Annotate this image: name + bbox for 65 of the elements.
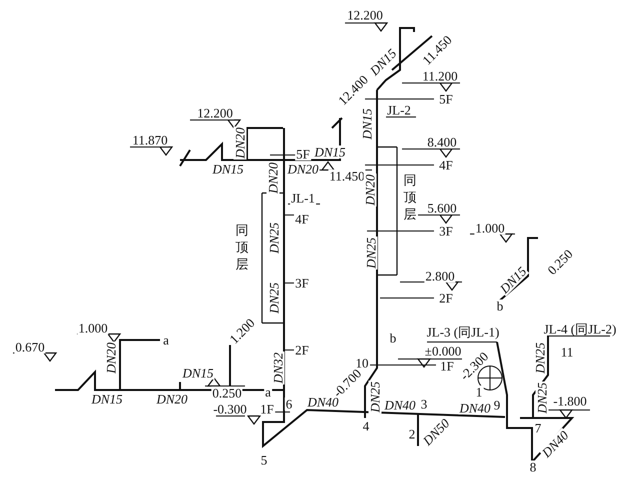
point-number: 11 <box>560 346 574 358</box>
elevation-label: ±0.000 <box>424 344 462 358</box>
pipe-size-label: DN25 <box>534 341 546 375</box>
note-label: 同顶层 <box>402 172 418 222</box>
pipe-size-label: DN20 <box>266 161 280 195</box>
elevation-label: 11.450 <box>328 170 366 182</box>
pipe-size-label: DN25 <box>364 236 378 270</box>
elevation-label: 0.250 <box>211 386 243 400</box>
elevation-label: 1.000 <box>77 322 109 334</box>
elevation-label: 11.870 <box>131 134 169 146</box>
pipe-size-label: DN25 <box>268 281 280 315</box>
point-number: 2 <box>408 428 416 440</box>
pipe-size-label: DN20 <box>104 341 118 375</box>
point-label: b <box>496 300 504 312</box>
pipe-size-label: DN25 <box>368 380 382 414</box>
floor-label: 2F <box>294 344 310 356</box>
elevation-label: 1.000 <box>474 222 506 234</box>
floor-label: 5F <box>438 92 454 106</box>
pipe-size-label: DN40 <box>458 402 492 414</box>
point-number: 8 <box>528 460 538 474</box>
elevation-label: 11.200 <box>421 70 459 82</box>
point-number: 9 <box>492 398 502 412</box>
pipe-size-label: DN15 <box>313 146 347 158</box>
pipe-size-label: DN40 <box>383 398 417 412</box>
elevation-label: 8.400 <box>426 136 458 148</box>
point-label: b <box>388 332 398 344</box>
pipe-size-label: DN20 <box>286 162 320 176</box>
pipe-size-label: DN15 <box>211 162 245 176</box>
point-number: 5 <box>260 454 268 466</box>
note-label: 同顶层 <box>234 222 250 272</box>
floor-label: 1F <box>439 360 455 372</box>
point-number: 3 <box>420 398 428 410</box>
elevation-label: -0.300 <box>212 402 248 416</box>
floor-label: 2F <box>438 292 454 304</box>
floor-label: 4F <box>438 158 454 172</box>
pipe-size-label: DN25 <box>536 381 548 415</box>
elevation-label: 12.200 <box>346 8 384 22</box>
elevation-label: 0.670 <box>14 340 46 354</box>
pipe-size-label: DN20 <box>155 392 189 406</box>
pipe-size-label: DN15 <box>90 392 124 406</box>
point-number: 6 <box>284 398 294 410</box>
point-number: 10 <box>354 356 370 370</box>
riser-label: JL-2 <box>386 104 412 116</box>
point-number: 7 <box>534 422 542 434</box>
pipe-size-label: DN32 <box>272 351 284 385</box>
pipe-size-label: DN20 <box>364 173 376 207</box>
riser-label: JL-1 <box>290 192 316 204</box>
pipe-size-label: DN25 <box>268 221 280 255</box>
pipe-size-label: DN15 <box>360 107 374 141</box>
pipe-size-label: DN20 <box>234 126 246 160</box>
elevation-label: 2.800 <box>424 270 456 282</box>
elevation-label: 5.600 <box>426 202 458 214</box>
elevation-label: 12.200 <box>196 106 234 120</box>
riser-label: JL-3 (同JL-1) <box>426 326 500 338</box>
floor-label: 3F <box>438 224 454 238</box>
floor-label: 4F <box>294 212 310 226</box>
floor-label: 3F <box>294 276 310 290</box>
floor-label: 1F <box>259 402 275 416</box>
elevation-label: -1.800 <box>552 394 588 408</box>
point-number: 4 <box>362 420 370 432</box>
pipe-size-label: DN40 <box>306 396 340 408</box>
riser-label: JL-4 (同JL-2) <box>542 322 618 336</box>
floor-label: 5F <box>295 148 311 160</box>
pipe-size-label: DN15 <box>181 366 215 380</box>
point-number: 1 <box>474 386 484 398</box>
